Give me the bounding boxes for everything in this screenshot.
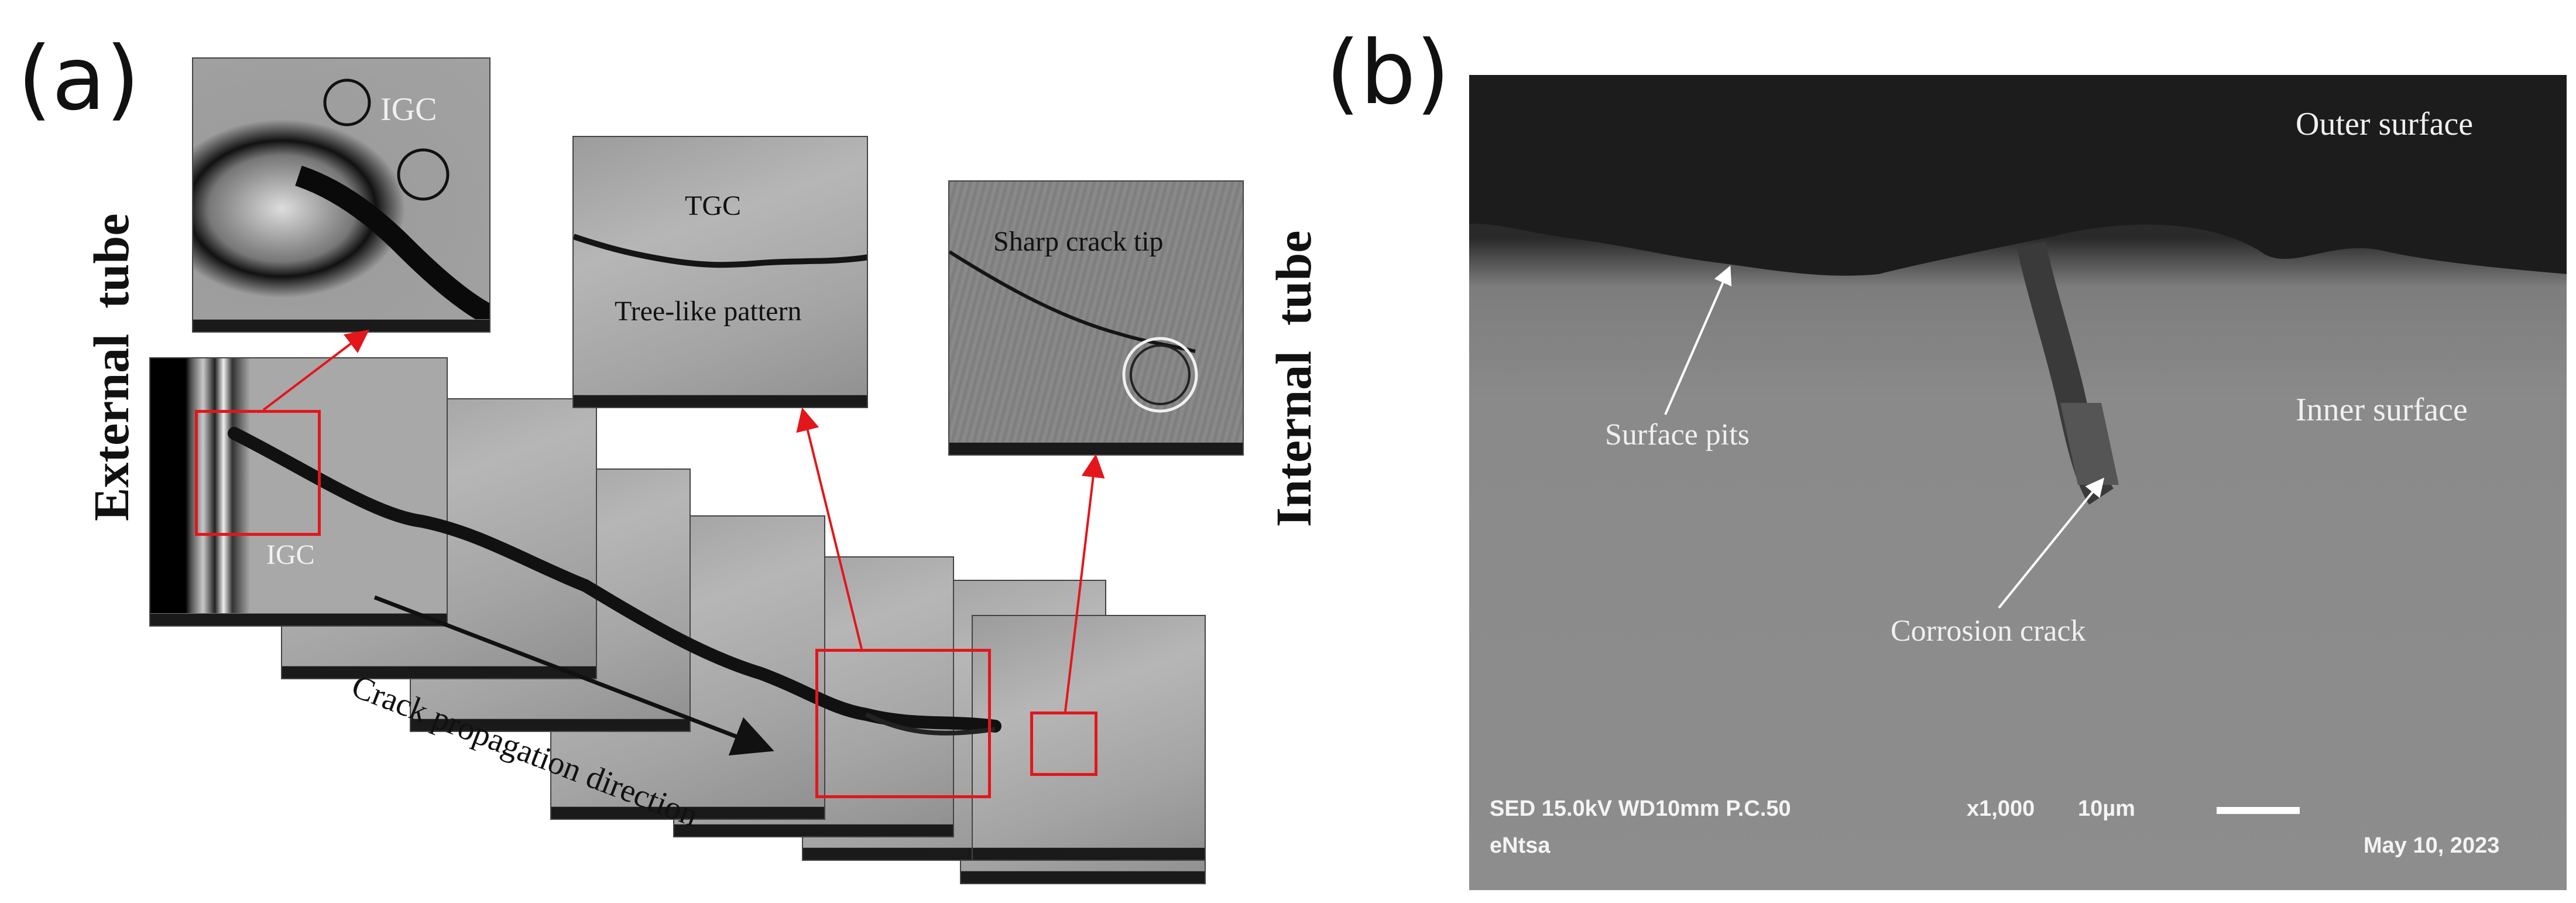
inset-igc: IGC xyxy=(192,57,490,333)
inset-sharp-tip: Sharp crack tip xyxy=(948,180,1244,456)
label-surface-pits: Surface pits xyxy=(1605,418,1750,452)
sem-tile-0 xyxy=(149,357,448,627)
crack-tip-circle xyxy=(1122,337,1198,413)
inset-tgc: TGC Tree-like pattern xyxy=(572,136,868,408)
sem-date: May 10, 2023 xyxy=(2364,833,2500,858)
panel-a-label: (a) xyxy=(18,28,140,130)
label-inner-surface: Inner surface xyxy=(2296,392,2468,428)
igc-circle-2 xyxy=(397,148,450,201)
igc-circle-1 xyxy=(323,78,371,126)
sem-micrograph: Outer surface Inner surface Surface pits… xyxy=(1469,75,2567,890)
label-outer-surface: Outer surface xyxy=(2296,106,2474,142)
annotation-igc-bottom: IGC xyxy=(266,539,315,570)
highlight-box-tip xyxy=(1030,712,1097,776)
sem-magnification: x1,000 xyxy=(1967,796,2035,821)
label-corrosion-crack: Corrosion crack xyxy=(1891,614,2086,648)
panel-b-arrows xyxy=(1664,265,2300,814)
panel-b-label: (b) xyxy=(1326,22,1450,124)
sem-scale-label: 10µm xyxy=(2078,796,2135,821)
sem-tile-rightmost xyxy=(972,615,1206,861)
annotation-sharp-tip: Sharp crack tip xyxy=(993,226,1164,257)
annotation-igc-top: IGC xyxy=(380,91,437,128)
annotation-tree-like: Tree-like pattern xyxy=(615,296,802,327)
highlight-box-igc xyxy=(195,410,321,536)
sem-instrument-info: SED 15.0kV WD10mm P.C.50 xyxy=(1490,796,1791,821)
sem-maker: eNtsa xyxy=(1490,833,1551,858)
annotation-tgc: TGC xyxy=(685,190,741,221)
highlight-box-tgc xyxy=(815,649,991,798)
scale-bar xyxy=(2217,807,2300,814)
